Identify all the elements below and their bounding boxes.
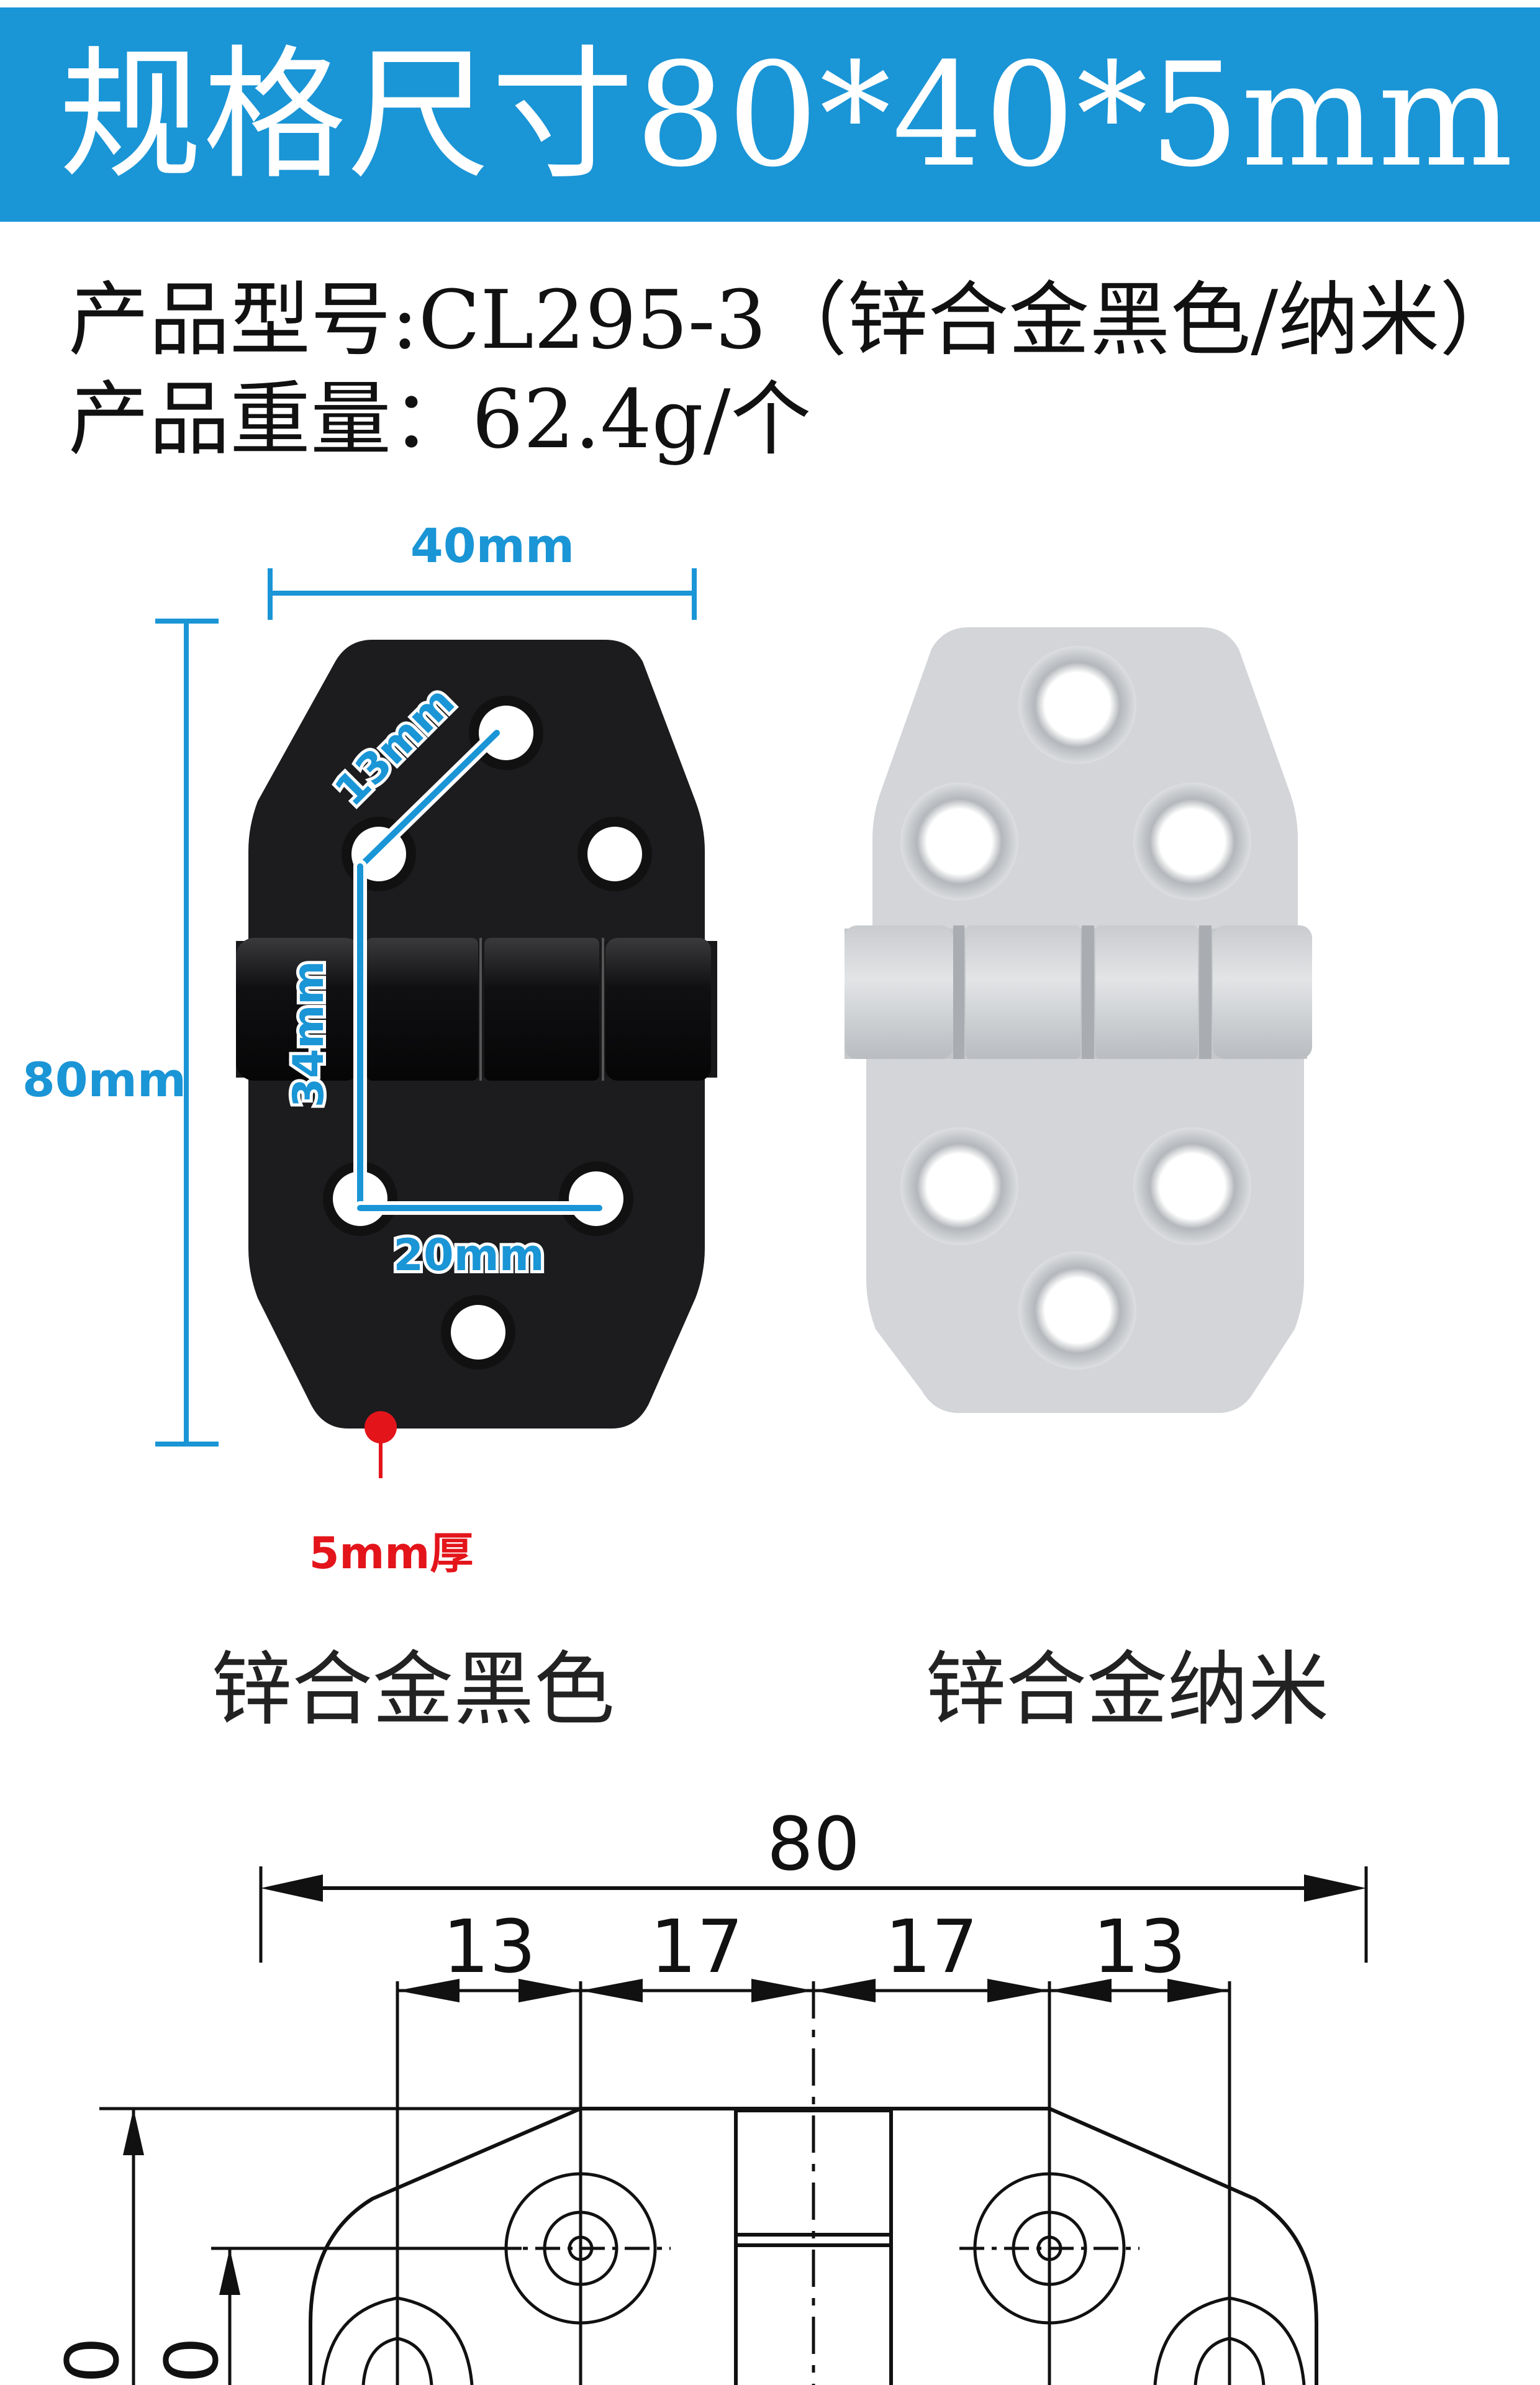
finish-label-black: 锌合金黑色 bbox=[211, 1642, 615, 1737]
product-model: 产品型号:CL295-3（锌合金黑色/纳米） bbox=[68, 273, 1521, 367]
technical-drawing bbox=[99, 1866, 1368, 2385]
hole-spacing-lines bbox=[353, 726, 606, 1215]
drawing-dimension-numbers: 80 13 17 17 13 0 0 bbox=[50, 1801, 1186, 2384]
segment-label: 13 bbox=[1093, 1904, 1186, 1989]
side-dimension-label: 0 bbox=[50, 2337, 135, 2383]
dimension-horizontal-label: 20mm bbox=[393, 1230, 544, 1281]
dimension-vertical-label: 34mm bbox=[284, 961, 333, 1107]
segment-label: 17 bbox=[650, 1904, 743, 1989]
dimension-80mm: 80mm bbox=[22, 619, 219, 1447]
dimension-width-label: 40mm bbox=[410, 518, 574, 573]
product-weight: 产品重量：62.4g/个 bbox=[68, 372, 812, 466]
dimension-height-label: 80mm bbox=[22, 1052, 186, 1107]
side-dimension-label: 0 bbox=[149, 2337, 235, 2383]
silver-hinge bbox=[845, 627, 1312, 1413]
segment-label: 17 bbox=[885, 1904, 978, 1989]
banner-title: 规格尺寸80*40*5mm bbox=[59, 33, 1515, 199]
finish-label-nano: 锌合金纳米 bbox=[925, 1642, 1329, 1737]
segment-label: 13 bbox=[443, 1904, 536, 1989]
title-banner: 规格尺寸80*40*5mm bbox=[0, 7, 1540, 222]
silver-hinge-holes bbox=[900, 646, 1251, 1370]
overall-length-label: 80 bbox=[767, 1801, 860, 1887]
thickness-marker: 5mm厚 bbox=[309, 1411, 474, 1579]
thickness-label: 5mm厚 bbox=[309, 1528, 474, 1579]
dimension-40mm: 40mm bbox=[268, 518, 697, 620]
